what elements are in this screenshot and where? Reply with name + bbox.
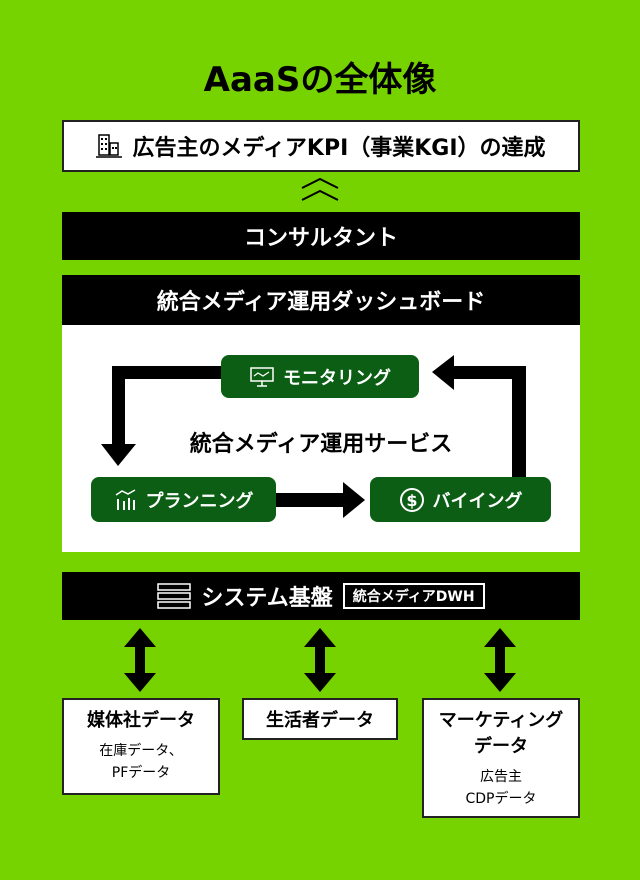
box-title: 媒体社データ: [87, 710, 195, 731]
consultant-label: コンサルタント: [243, 226, 398, 251]
monitor-icon: [250, 366, 274, 387]
monitoring-label: モニタリング: [283, 367, 391, 389]
buying-pill: $ バイイング: [370, 477, 551, 522]
double-arrows: [124, 628, 516, 692]
box-sub: PFデータ: [111, 765, 171, 781]
consumer-data-box: 生活者データ: [242, 698, 398, 740]
double-arrow-icon: [484, 628, 516, 692]
system-label: システム基盤: [201, 586, 333, 611]
box-sub: CDPデータ: [465, 791, 537, 807]
goal-label: 広告主のメディアKPI（事業KGI）の達成: [132, 136, 546, 161]
page-title: AaaSの全体像: [203, 60, 437, 100]
monitoring-pill: モニタリング: [221, 355, 419, 398]
box-title: マーケティング: [438, 710, 564, 731]
media-data-box: 媒体社データ 在庫データ、 PFデータ: [62, 698, 220, 795]
dwh-tag: 統合メディアDWH: [342, 583, 485, 609]
box-title: 生活者データ: [266, 710, 374, 731]
marketing-data-box: マーケティングデータ 広告主 CDPデータ: [422, 698, 580, 818]
service-label: 統合メディア運用サービス: [189, 432, 453, 457]
dashboard-label: 統合メディア運用ダッシュボード: [156, 290, 486, 315]
bar-chart-icon: [115, 488, 135, 510]
arrow-buying-to-monitoring: [432, 355, 526, 478]
system-bar: システム基盤 統合メディアDWH: [62, 572, 580, 620]
planning-pill: プランニング: [91, 477, 276, 522]
buying-label: バイイング: [432, 490, 523, 512]
building-icon: [96, 134, 123, 158]
chevron-up-icon: [301, 178, 339, 201]
double-arrow-icon: [124, 628, 156, 692]
svg-text:$: $: [406, 491, 417, 510]
arrow-monitoring-to-planning: [101, 366, 222, 466]
consultant-bar: コンサルタント: [62, 212, 580, 260]
server-icon: [157, 583, 192, 609]
box-sub: 在庫データ、: [99, 743, 183, 759]
dollar-icon: $: [399, 487, 424, 512]
arrow-planning-to-buying: [275, 482, 365, 518]
planning-label: プランニング: [145, 490, 254, 512]
box-title: データ: [474, 736, 528, 757]
double-arrow-icon: [304, 628, 336, 692]
dashboard-header: 統合メディア運用ダッシュボード: [62, 275, 580, 325]
box-sub: 広告主: [480, 769, 522, 785]
goal-box: 広告主のメディアKPI（事業KGI）の達成: [62, 120, 580, 172]
